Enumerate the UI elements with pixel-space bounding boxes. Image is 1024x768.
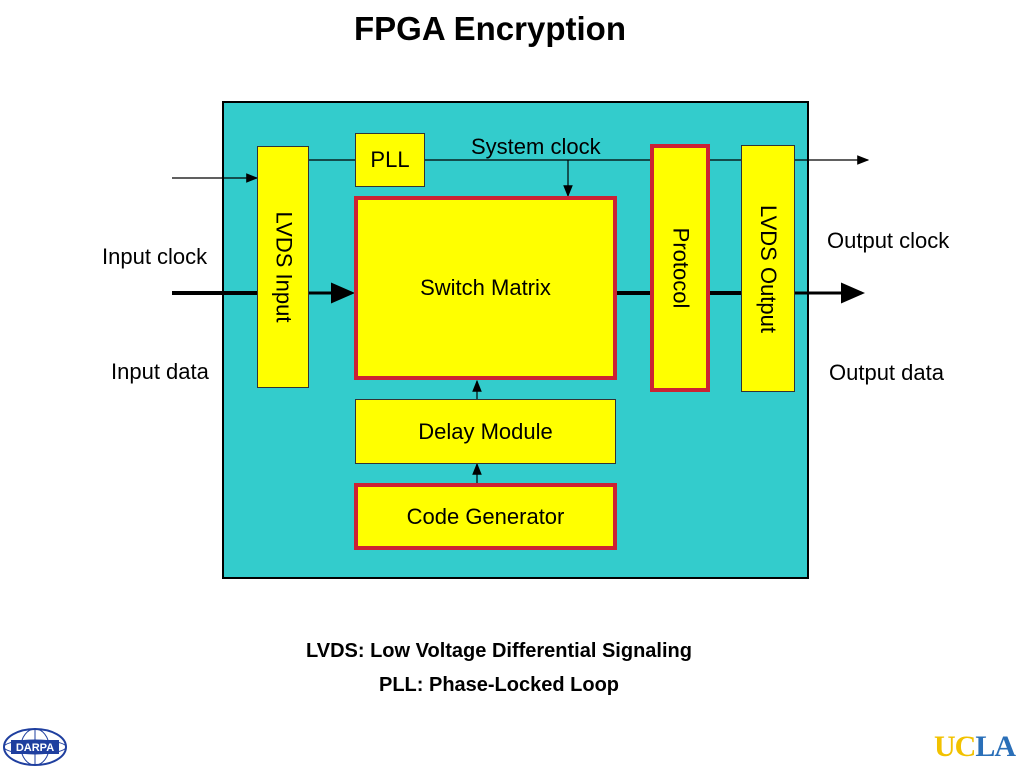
ucla-logo: UCLA bbox=[934, 730, 1016, 764]
input-clock-label: Input clock bbox=[102, 244, 208, 269]
ucla-logo-la: LA bbox=[975, 730, 1016, 763]
ucla-logo-uc: UC bbox=[934, 730, 976, 763]
pll-block: PLL bbox=[355, 133, 425, 187]
protocol-label: Protocol bbox=[668, 227, 693, 309]
pll-label: PLL bbox=[370, 147, 410, 172]
output-data-label: Output data bbox=[829, 360, 944, 385]
switch-matrix-block: Switch Matrix bbox=[354, 196, 617, 380]
output-clock-label: Output clock bbox=[827, 228, 950, 253]
switch-matrix-label: Switch Matrix bbox=[420, 275, 551, 300]
lvds-output-label: LVDS Output bbox=[756, 204, 781, 333]
slide-title: FPGA Encryption bbox=[354, 10, 626, 47]
protocol-block: Protocol bbox=[650, 144, 710, 392]
lvds-input-block: LVDS Input bbox=[257, 146, 309, 388]
delay-module-label: Delay Module bbox=[418, 418, 553, 444]
system-clock-label: System clock bbox=[471, 134, 601, 159]
delay-module-block: Delay Module bbox=[355, 399, 616, 464]
darpa-logo-text: DARPA bbox=[16, 742, 54, 754]
input-data-label: Input data bbox=[111, 359, 209, 384]
footnote-pll: PLL: Phase-Locked Loop bbox=[378, 674, 620, 696]
code-generator-label: Code Generator bbox=[406, 503, 565, 529]
code-generator-block: Code Generator bbox=[354, 483, 617, 550]
darpa-logo: DARPA bbox=[3, 728, 67, 766]
lvds-input-label: LVDS Input bbox=[271, 211, 297, 323]
lvds-output-block: LVDS Output bbox=[741, 145, 795, 392]
footnote-lvds: LVDS: Low Voltage Differential Signaling bbox=[306, 640, 692, 662]
